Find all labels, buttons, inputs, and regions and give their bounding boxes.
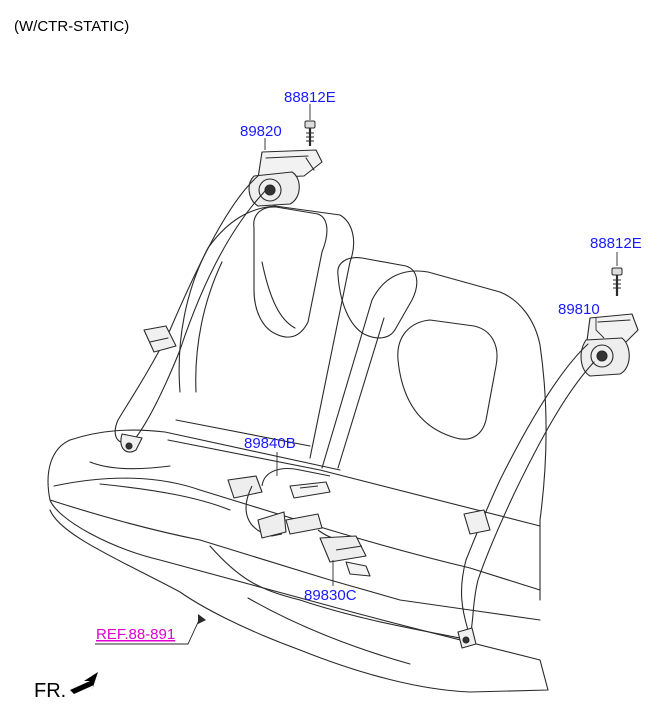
leader-lines: [95, 104, 618, 645]
variant-label: (W/CTR-STATIC): [14, 18, 129, 35]
seatback-right: [321, 270, 547, 601]
bolt-left-icon: [304, 120, 316, 146]
seatback-left: [178, 205, 355, 459]
buckle-89830c-assembly: [285, 513, 371, 577]
seat-cushion: [47, 439, 549, 693]
callout-buckle-center[interactable]: 89830C: [304, 587, 357, 604]
callout-bolt-right[interactable]: 88812E: [590, 235, 642, 252]
callout-bolt-left[interactable]: 88812E: [284, 89, 336, 106]
left-retractor-assembly: [114, 149, 323, 453]
headrest-right: [397, 319, 498, 440]
reference-arrowhead: [198, 614, 206, 624]
callout-buckle-left[interactable]: 89840B: [244, 435, 296, 452]
callout-retractor-left[interactable]: 89820: [240, 123, 282, 140]
front-arrow-icon: [70, 672, 98, 694]
rear-seat-illustration: [47, 205, 549, 693]
callout-retractor-right[interactable]: 89810: [558, 301, 600, 318]
front-label: FR.: [34, 680, 66, 702]
right-retractor-assembly: [457, 313, 639, 649]
reference-link[interactable]: REF.88-891: [96, 626, 175, 643]
buckle-89840b-assembly: [227, 468, 331, 539]
headrest-left: [253, 206, 328, 338]
bolt-right-icon: [611, 267, 623, 296]
headrest-center: [337, 257, 418, 339]
